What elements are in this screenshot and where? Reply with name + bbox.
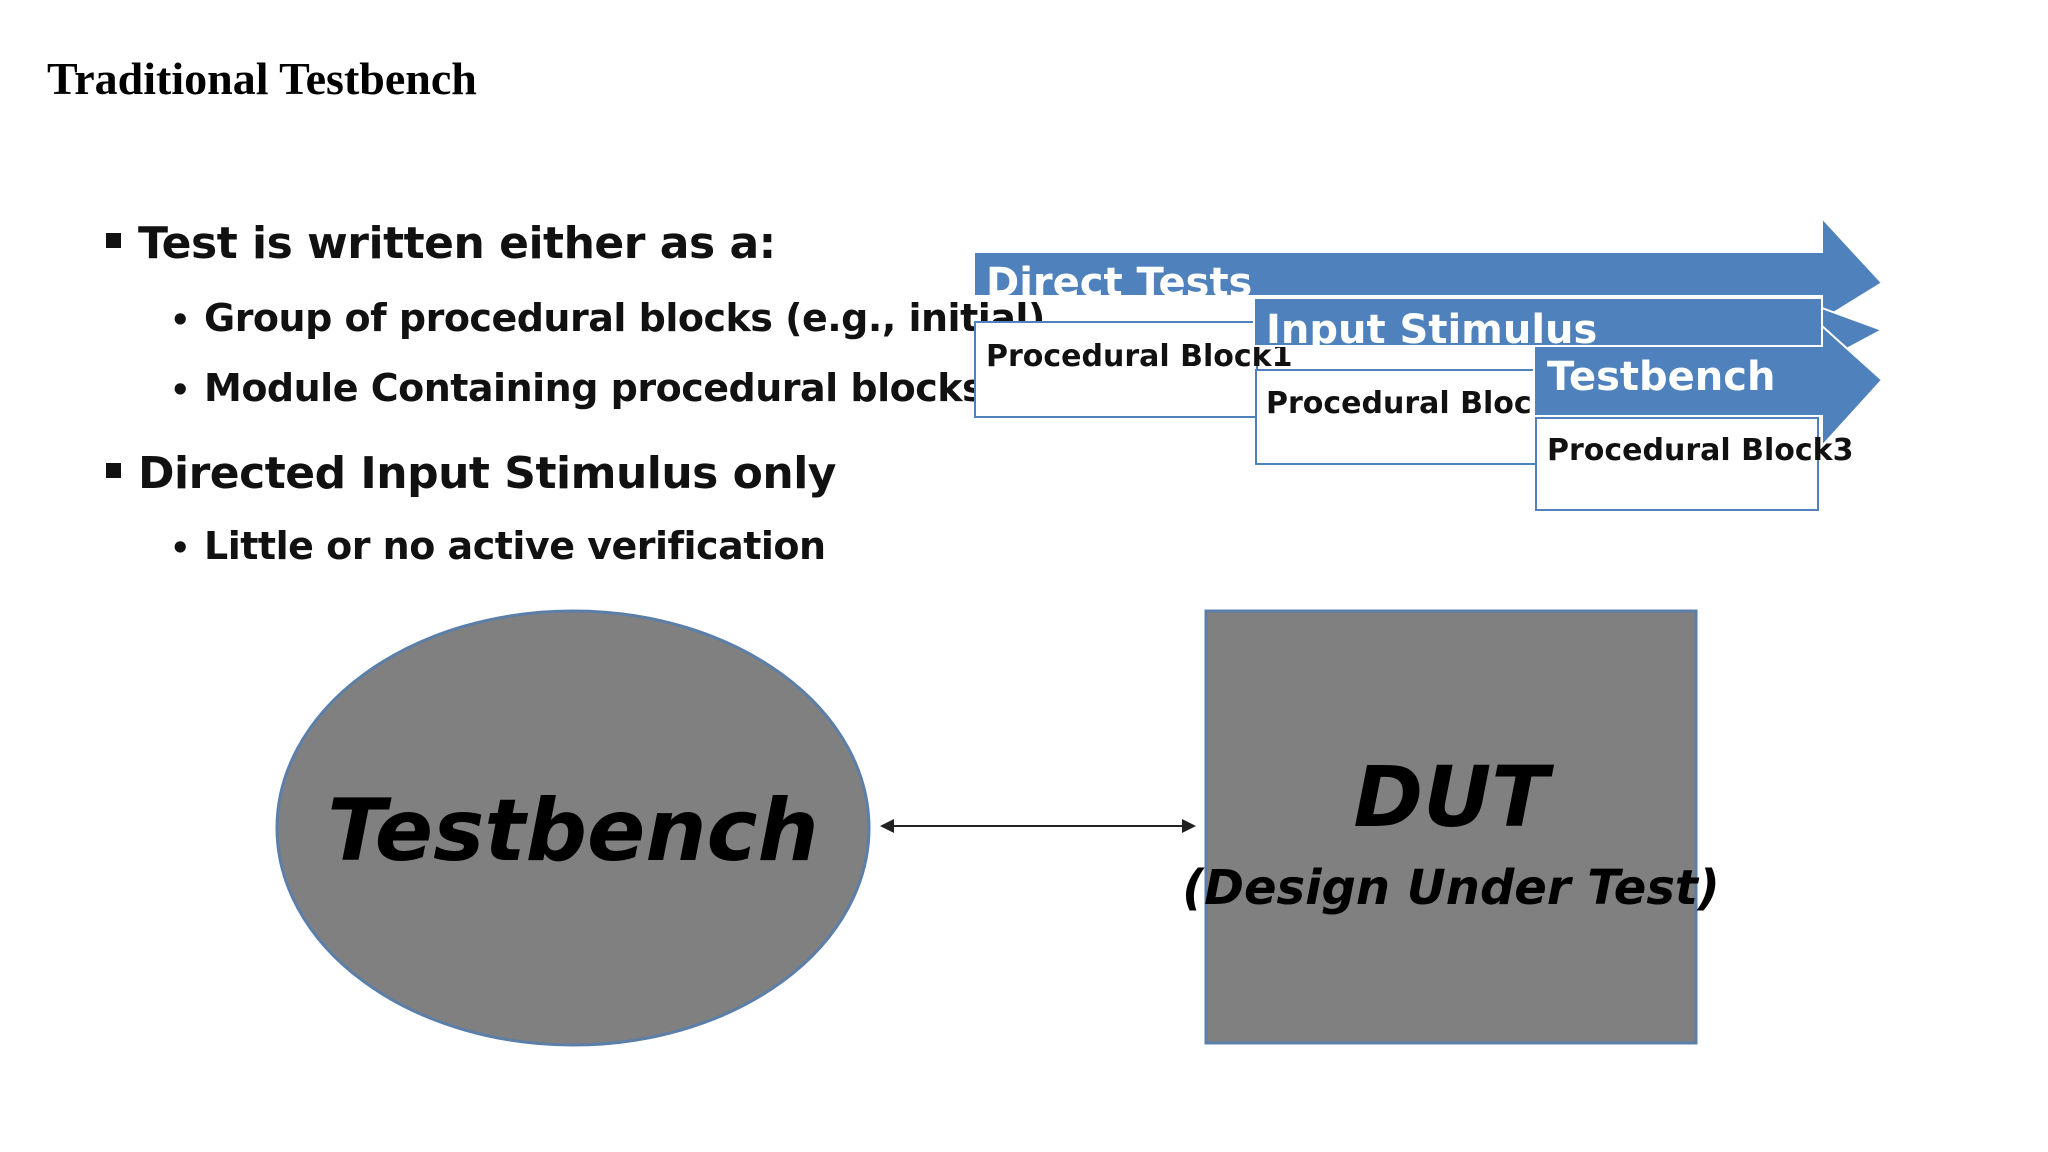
flow-body-procedural-block1: Procedural Block1	[986, 339, 1293, 374]
flow-box-procedural-block2	[1255, 369, 1539, 465]
flow-box-procedural-block3	[1535, 417, 1819, 511]
round-bullet-icon: •	[170, 301, 190, 339]
subbullet-little-verification: •Little or no active verification	[170, 524, 826, 568]
arrowhead-right-icon	[1182, 819, 1196, 833]
dut-sublabel: (Design Under Test)	[1182, 860, 1720, 916]
round-bullet-icon: •	[170, 371, 190, 409]
arrowhead-left-icon	[880, 819, 894, 833]
round-bullet-icon: •	[170, 529, 190, 567]
subbullet-group-procedural: •Group of procedural blocks (e.g., initi…	[170, 296, 1045, 340]
flow-arrow-input-stimulus	[1253, 297, 1886, 347]
flow-arrow-testbench	[1533, 323, 1884, 449]
dut-label: DUT	[1353, 748, 1554, 846]
bullet-directed-input: Directed Input Stimulus only	[106, 448, 837, 499]
subbullet-module-procedural: •Module Containing procedural blocks	[170, 366, 985, 410]
flow-body-procedural-block2: Procedural Block2	[1266, 386, 1573, 421]
testbench-ellipse	[275, 609, 871, 1047]
bullet-test-written: Test is written either as a:	[106, 218, 776, 269]
flow-arrow-tip-2	[1821, 306, 1885, 364]
dut-box	[1204, 609, 1698, 1045]
slide-title: Traditional Testbench	[47, 53, 477, 104]
bullet-list: Test is written either as a: •Group of p…	[0, 0, 1045, 600]
flow-arrow-direct-tests	[973, 215, 1884, 322]
testbench-label: Testbench	[327, 781, 819, 881]
flow-body-procedural-block3: Procedural Block3	[1547, 433, 1854, 468]
flow-header-input-stimulus: Input Stimulus	[1266, 307, 1597, 353]
square-bullet-icon	[106, 462, 121, 478]
flow-header-testbench: Testbench	[1547, 354, 1775, 400]
square-bullet-icon	[106, 232, 121, 248]
